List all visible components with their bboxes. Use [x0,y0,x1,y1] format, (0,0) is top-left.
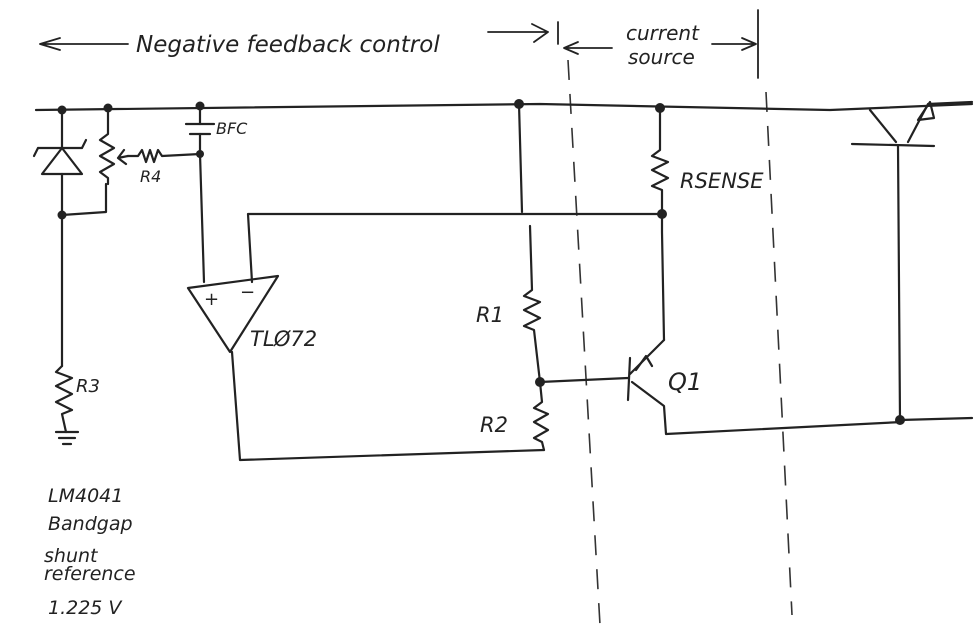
boundary-dashed-line-left [567,59,601,626]
rsense-resistor-symbol [650,106,670,216]
output-wire [898,416,974,422]
r3-label: R3 [76,376,100,397]
reference-note-line-3: shunt [44,545,99,567]
q1-label: Q1 [668,368,702,396]
wire [660,212,666,342]
opamp-triangle [186,274,280,354]
wire [517,102,524,214]
feedback-arrows [39,9,759,79]
wire [60,182,108,217]
q1-transistor-symbol [626,338,904,436]
r2-label: R2 [480,413,508,437]
bfc-capacitor-symbol [184,104,216,156]
wire [198,152,206,284]
r1-label: R1 [476,303,504,327]
top-supply-rail [34,102,974,112]
current-source-label-2: source [628,45,695,69]
current-source-label-1: current [626,21,700,45]
reference-note-line-4: reference [44,563,136,585]
opamp-plus-sign: + [204,289,219,310]
sense-feedback-wire [246,212,666,284]
boundary-dashed-line-right [765,91,793,616]
reference-note-line-1: LM4041 [48,485,123,507]
feedback-label: Negative feedback control [136,32,440,58]
r1-resistor-symbol [522,224,542,384]
rsense-label: RSENSE [680,169,764,193]
output-transistor-symbol [850,100,974,422]
opamp-label: TLØ72 [250,327,317,351]
opamp-minus-sign: − [240,282,255,303]
r3-resistor-symbol [54,364,80,446]
potentiometer-symbol [98,106,202,186]
r4-label: R4 [140,167,161,186]
bfc-label: BFC [216,119,248,138]
reference-note-line-5: 1.225 V [48,597,123,619]
opamp-output-wire [230,350,546,462]
reference-note-line-2: Bandgap [48,513,133,535]
zener-diode-symbol [32,108,88,368]
r2-resistor-symbol [532,380,550,452]
base-wire [538,376,630,384]
